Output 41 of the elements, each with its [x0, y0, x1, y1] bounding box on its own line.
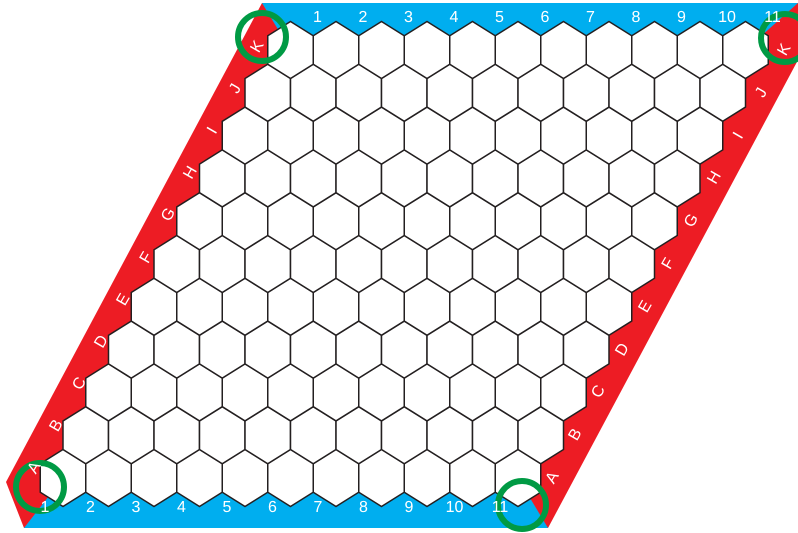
coordinate-label: H — [181, 164, 201, 182]
coordinate-label: K — [248, 38, 268, 56]
coordinate-label: I — [730, 130, 747, 142]
coordinate-label: 10 — [446, 500, 464, 516]
coordinate-label: A — [25, 459, 45, 477]
coordinate-label: G — [158, 206, 179, 225]
coordinate-label: 3 — [404, 10, 413, 26]
coordinate-label: B — [48, 417, 67, 434]
coordinate-label: F — [137, 249, 156, 266]
coordinate-label: 3 — [132, 500, 140, 516]
coordinate-label: D — [92, 332, 112, 351]
coordinate-label: 5 — [495, 10, 504, 26]
coordinate-label: D — [612, 340, 632, 359]
coordinate-label: E — [114, 290, 134, 308]
coordinate-label: J — [752, 85, 771, 100]
coordinate-label: G — [682, 212, 702, 231]
coordinate-label: A — [543, 469, 563, 487]
coordinate-label: B — [566, 426, 586, 444]
coordinate-label: 7 — [314, 500, 322, 516]
coordinate-label: 9 — [404, 500, 414, 516]
coordinate-label: 7 — [586, 10, 595, 26]
coordinate-label: C — [70, 374, 90, 393]
coordinate-label: 2 — [86, 500, 95, 516]
coordinate-label: 9 — [677, 10, 686, 26]
coordinate-label: J — [226, 82, 245, 97]
coordinate-label: 4 — [450, 10, 458, 26]
coordinate-label: E — [636, 298, 656, 316]
coordinate-label: 2 — [358, 10, 368, 26]
coordinate-label: 8 — [359, 500, 368, 516]
coordinate-label: 4 — [177, 500, 186, 516]
coordinate-label: 5 — [222, 500, 232, 516]
coordinate-label: C — [590, 383, 610, 402]
coordinate-label: 10 — [718, 10, 736, 26]
coordinate-label: I — [205, 125, 222, 138]
coordinate-label: K — [775, 41, 795, 59]
coordinate-label: 6 — [540, 10, 550, 26]
coordinate-label: 1 — [313, 10, 322, 26]
coordinate-label: H — [706, 169, 726, 188]
coordinate-label: 8 — [632, 10, 640, 26]
coordinate-label: F — [660, 256, 678, 272]
coordinate-label: 6 — [268, 500, 277, 516]
